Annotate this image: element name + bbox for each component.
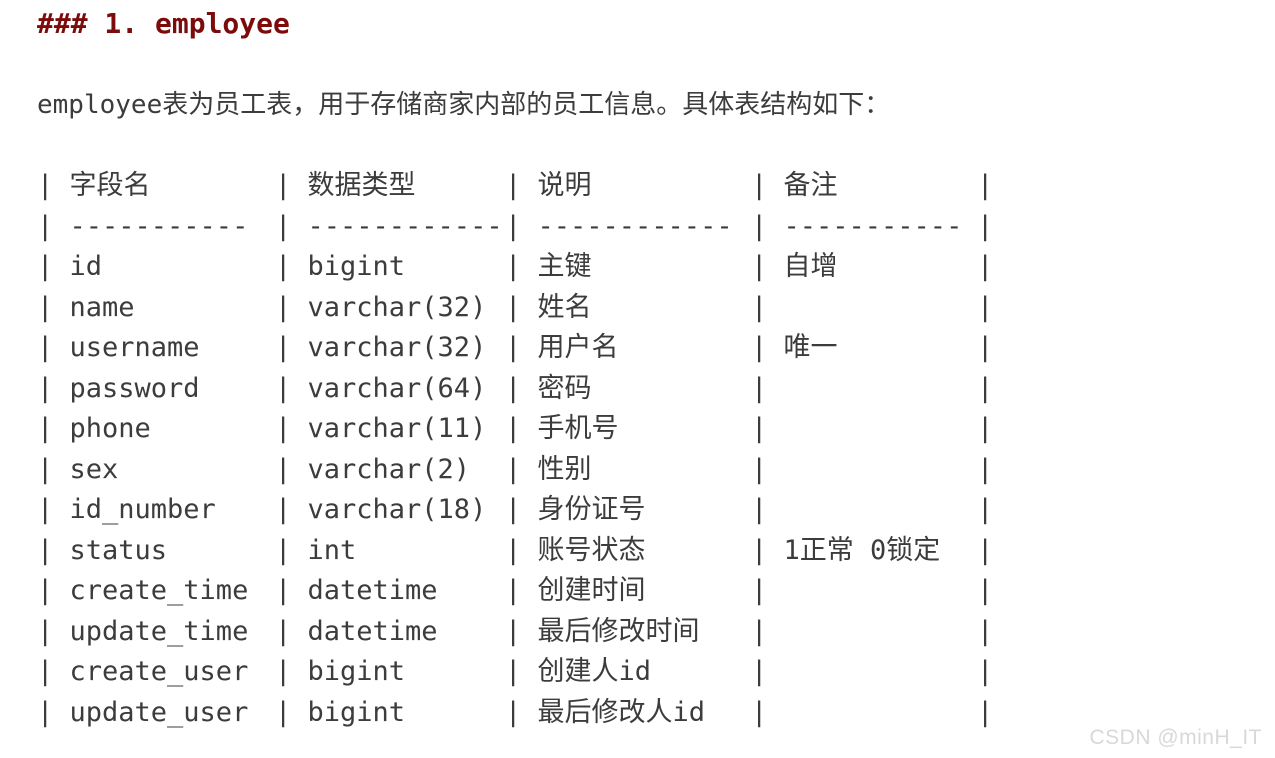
employee-table: | 字段名 | 数据类型 | 说明 | 备注 | | ----------- | -----… (37, 166, 1275, 733)
table-cell-col1: | datetime (275, 575, 438, 606)
separator-cell-col2: | ------------ (505, 210, 733, 242)
table-cell-col2: | 创建人id (505, 656, 652, 687)
table-row: | status | int | 账号状态 | 1正常 0锁定 | (37, 531, 1275, 572)
table-cell-col2: | 账号状态 (505, 534, 646, 566)
table-cell-col2: | 手机号 (505, 413, 619, 444)
table-cell-col3: | (751, 291, 784, 323)
table-cell-col3: | 自增 (751, 251, 838, 282)
table-cell-col3: | (751, 696, 784, 728)
table-cell-col3: | (751, 615, 784, 647)
row-end-pipe: | (977, 210, 994, 242)
row-end-pipe: | (977, 656, 994, 687)
separator-cell-col3: | ----------- (751, 210, 963, 242)
table-row: | create_user | bigint | 创建人id | | (37, 652, 1275, 693)
header-cell-col2: | 说明 (505, 170, 592, 201)
table-row: | password | varchar(64) | 密码 | | (37, 369, 1275, 410)
row-end-pipe: | (977, 696, 994, 728)
table-cell-col0: | password (37, 372, 200, 404)
row-end-pipe: | (977, 251, 994, 282)
table-row: | name | varchar(32) | 姓名 | | (37, 288, 1275, 329)
table-cell-col1: | varchar(2) (275, 453, 471, 485)
table-cell-col1: | bigint (275, 251, 406, 282)
table-cell-col1: | varchar(18) (275, 494, 487, 525)
document-page: ### 1. employee employee表为员工表，用于存储商家内部的员… (37, 7, 1275, 733)
table-cell-col0: | id (37, 251, 103, 282)
table-row: | sex | varchar(2) | 性别 | | (37, 450, 1275, 491)
table-cell-col0: | username (37, 332, 200, 363)
row-end-pipe: | (977, 494, 994, 525)
table-row: | update_time | datetime | 最后修改时间 | | (37, 612, 1275, 653)
table-cell-col2: | 密码 (505, 372, 592, 404)
table-cell-col3: | (751, 575, 784, 606)
table-cell-col2: | 最后修改时间 (505, 615, 700, 647)
table-cell-col2: | 创建时间 (505, 575, 646, 606)
intro-paragraph: employee表为员工表，用于存储商家内部的员工信息。具体表结构如下： (37, 90, 891, 120)
header-cell-col1: | 数据类型 (275, 170, 416, 201)
table-row: | id_number | varchar(18) | 身份证号 | | (37, 490, 1275, 531)
table-row: | username | varchar(32) | 用户名 | 唯一 | (37, 328, 1275, 369)
section-heading: ### 1. employee (37, 7, 290, 40)
row-end-pipe: | (977, 534, 994, 566)
table-cell-col1: | varchar(11) (275, 413, 487, 444)
table-row: | create_time | datetime | 创建时间 | | (37, 571, 1275, 612)
table-cell-col2: | 主键 (505, 251, 592, 282)
table-cell-col3: | (751, 372, 784, 404)
table-cell-col1: | varchar(64) (275, 372, 487, 404)
row-end-pipe: | (977, 413, 994, 444)
table-cell-col0: | create_time (37, 575, 249, 606)
row-end-pipe: | (977, 453, 994, 485)
table-cell-col3: | (751, 413, 784, 444)
table-cell-col3: | 唯一 (751, 332, 838, 363)
table-cell-col1: | bigint (275, 696, 406, 728)
table-row: | update_user | bigint | 最后修改人id | | (37, 693, 1275, 734)
table-cell-col3: | (751, 453, 784, 485)
table-cell-col2: | 最后修改人id (505, 696, 706, 728)
header-cell-col3: | 备注 (751, 170, 838, 201)
table-cell-col2: | 姓名 (505, 291, 592, 323)
table-header-row: | 字段名 | 数据类型 | 说明 | 备注 | (37, 166, 1275, 207)
table-cell-col1: | varchar(32) (275, 332, 487, 363)
table-cell-col0: | create_user (37, 656, 249, 687)
row-end-pipe: | (977, 615, 994, 647)
table-cell-col0: | sex (37, 453, 119, 485)
row-end-pipe: | (977, 372, 994, 404)
table-cell-col0: | name (37, 291, 135, 323)
table-cell-col3: | (751, 494, 784, 525)
row-end-pipe: | (977, 575, 994, 606)
row-end-pipe: | (977, 291, 994, 323)
table-row: | id | bigint | 主键 | 自增 | (37, 247, 1275, 288)
table-cell-col0: | id_number (37, 494, 216, 525)
table-cell-col1: | int (275, 534, 357, 566)
table-cell-col3: | (751, 656, 784, 687)
table-cell-col0: | phone (37, 413, 151, 444)
table-cell-col2: | 用户名 (505, 332, 619, 363)
separator-cell-col0: | ----------- (37, 210, 249, 242)
table-cell-col0: | status (37, 534, 168, 566)
row-end-pipe: | (977, 332, 994, 363)
table-cell-col1: | varchar(32) (275, 291, 487, 323)
table-cell-col3: | 1正常 0锁定 (751, 534, 941, 566)
table-cell-col1: | bigint (275, 656, 406, 687)
table-cell-col2: | 性别 (505, 453, 592, 485)
row-end-pipe: | (977, 170, 994, 201)
csdn-watermark: CSDN @minH_IT (1089, 726, 1262, 749)
table-row: | phone | varchar(11) | 手机号 | | (37, 409, 1275, 450)
table-separator-row: | -----------| ------------| -----------… (37, 207, 1275, 248)
table-cell-col0: | update_user (37, 696, 249, 728)
table-cell-col0: | update_time (37, 615, 249, 647)
table-cell-col2: | 身份证号 (505, 494, 646, 525)
header-cell-col0: | 字段名 (37, 170, 151, 201)
separator-cell-col1: | ------------ (275, 210, 503, 242)
table-cell-col1: | datetime (275, 615, 438, 647)
